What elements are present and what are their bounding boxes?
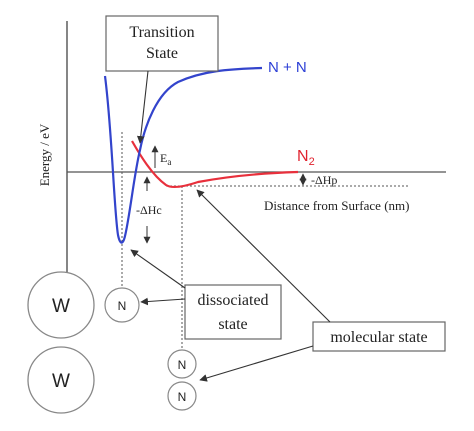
transition-state-arrow [136,70,149,144]
molecular-n-atom-top-label: N [178,358,187,372]
molecular-arrow-to-curve [196,189,331,323]
dissociated-n-atom [104,287,140,323]
molecular-state-label: molecular state [330,329,427,346]
transition-state-box [105,15,219,72]
n-plus-n-label: N + N [268,59,307,76]
dissociated-state-label-line1: dissociated [197,292,268,309]
surface-atom-bottom [27,346,95,414]
molecular-arrow-to-atoms [199,345,314,382]
dissociated-arrow-to-atom [140,297,186,306]
activation-energy-label-main: E [160,151,167,165]
n2-label-sub: 2 [309,156,315,168]
dissociated-n-atom-label: N [118,299,127,313]
n2-label-main: N [297,148,309,165]
n2-label: N2 [297,148,315,168]
dissociated-arrow-to-curve [130,249,186,289]
surface-atom-bottom-label: W [52,371,70,392]
transition-state-label-line1: Transition [129,24,194,41]
dissociated-state-box [184,284,282,340]
n-plus-n-curve [103,66,263,244]
y-axis-label: Energy / eV [37,123,52,186]
x-axis-label: Distance from Surface (nm) [264,198,409,213]
activation-energy-label-sub: a [167,157,171,167]
surface-atom-top-label: W [52,296,70,317]
dissociated-state-label-line2: state [218,316,247,333]
molecular-n-atom-bottom [167,381,197,411]
delta-hp-label: -ΔHp [311,173,337,187]
delta-hc-label: -ΔHc [136,203,162,217]
surface-atom-top [27,271,95,339]
molecular-n-atom-top [167,349,197,379]
molecular-n-atom-bottom-label: N [178,390,187,404]
activation-energy-label: Ea [160,151,171,167]
n2-curve [131,140,299,188]
transition-state-label-line2: State [146,45,178,62]
molecular-state-box [312,321,446,352]
